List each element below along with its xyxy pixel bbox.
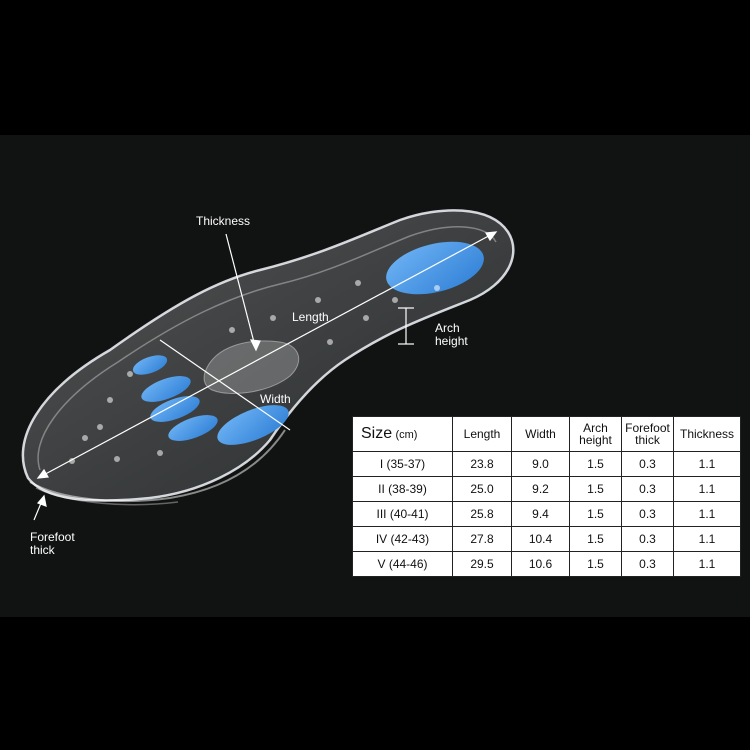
thickness-label: Thickness xyxy=(196,214,251,228)
length-arrow-start xyxy=(36,468,49,479)
thickness-cell: 1.1 xyxy=(673,501,741,527)
width-cell: 9.0 xyxy=(511,451,570,477)
forefoot-cell: 0.3 xyxy=(621,551,674,577)
thickness-cell: 1.1 xyxy=(673,451,741,477)
table-row: I (35-37) 23.8 9.0 1.5 0.3 1.1 xyxy=(352,451,741,477)
header-width: Width xyxy=(511,416,570,452)
length-cell: 23.8 xyxy=(452,451,512,477)
forefoot-cell: 0.3 xyxy=(621,526,674,552)
top-band xyxy=(0,0,750,135)
length-cell: 29.5 xyxy=(452,551,512,577)
table-row: II (38-39) 25.0 9.2 1.5 0.3 1.1 xyxy=(352,476,741,502)
width-cell: 9.4 xyxy=(511,501,570,527)
thickness-cell: 1.1 xyxy=(673,551,741,577)
length-line xyxy=(37,231,497,479)
size-cell: I (35-37) xyxy=(352,451,453,477)
length-cell: 27.8 xyxy=(452,526,512,552)
size-cell: V (44-46) xyxy=(352,551,453,577)
arch-cell: 1.5 xyxy=(569,551,622,577)
toe-gel-pad xyxy=(141,376,191,402)
length-cell: 25.8 xyxy=(452,501,512,527)
table-row: V (44-46) 29.5 10.6 1.5 0.3 1.1 xyxy=(352,551,741,577)
toe-gel-pad xyxy=(168,415,218,441)
length-arrow-end xyxy=(485,231,498,242)
arch-cell: 1.5 xyxy=(569,526,622,552)
arch-cell: 1.5 xyxy=(569,476,622,502)
metatarsal-gel-pad xyxy=(217,405,289,445)
size-cell: III (40-41) xyxy=(352,501,453,527)
header-thickness: Thickness xyxy=(673,416,741,452)
header-length: Length xyxy=(452,416,512,452)
header-size: Size (cm) xyxy=(352,416,453,452)
table-header-row: Size (cm) Length Width Arch height Foref… xyxy=(352,416,741,452)
insole-base-edge xyxy=(29,429,286,503)
forefoot-cell: 0.3 xyxy=(621,476,674,502)
arch-cell: 1.5 xyxy=(569,501,622,527)
width-cell: 10.6 xyxy=(511,551,570,577)
size-cell: IV (42-43) xyxy=(352,526,453,552)
arch-height-label: Arch height xyxy=(435,321,468,348)
width-label: Width xyxy=(260,392,291,406)
width-cell: 10.4 xyxy=(511,526,570,552)
length-cell: 25.0 xyxy=(452,476,512,502)
width-line xyxy=(159,339,291,431)
size-chart-table: Size (cm) Length Width Arch height Foref… xyxy=(352,416,741,577)
table-row: IV (42-43) 27.8 10.4 1.5 0.3 1.1 xyxy=(352,526,741,552)
arch-cell: 1.5 xyxy=(569,451,622,477)
table-row: III (40-41) 25.8 9.4 1.5 0.3 1.1 xyxy=(352,501,741,527)
forefoot-cell: 0.3 xyxy=(621,451,674,477)
heel-gel-pad xyxy=(386,241,484,295)
toe-gel-pad xyxy=(150,396,200,422)
thickness-cell: 1.1 xyxy=(673,526,741,552)
toe-gel-pad xyxy=(132,355,168,375)
insole-rim xyxy=(37,226,497,471)
forefoot-thick-label: Forefoot thick xyxy=(30,530,75,557)
header-arch-height: Arch height xyxy=(569,416,622,452)
width-cell: 9.2 xyxy=(511,476,570,502)
insole-base-edge-2 xyxy=(35,487,179,506)
size-cell: II (38-39) xyxy=(352,476,453,502)
thickness-pointer xyxy=(225,233,257,351)
bottom-band xyxy=(0,617,750,750)
forefoot-cell: 0.3 xyxy=(621,501,674,527)
thickness-cell: 1.1 xyxy=(673,476,741,502)
massage-studs xyxy=(69,280,440,464)
header-forefoot-thick: Forefoot thick xyxy=(621,416,674,452)
length-label: Length xyxy=(292,310,329,324)
